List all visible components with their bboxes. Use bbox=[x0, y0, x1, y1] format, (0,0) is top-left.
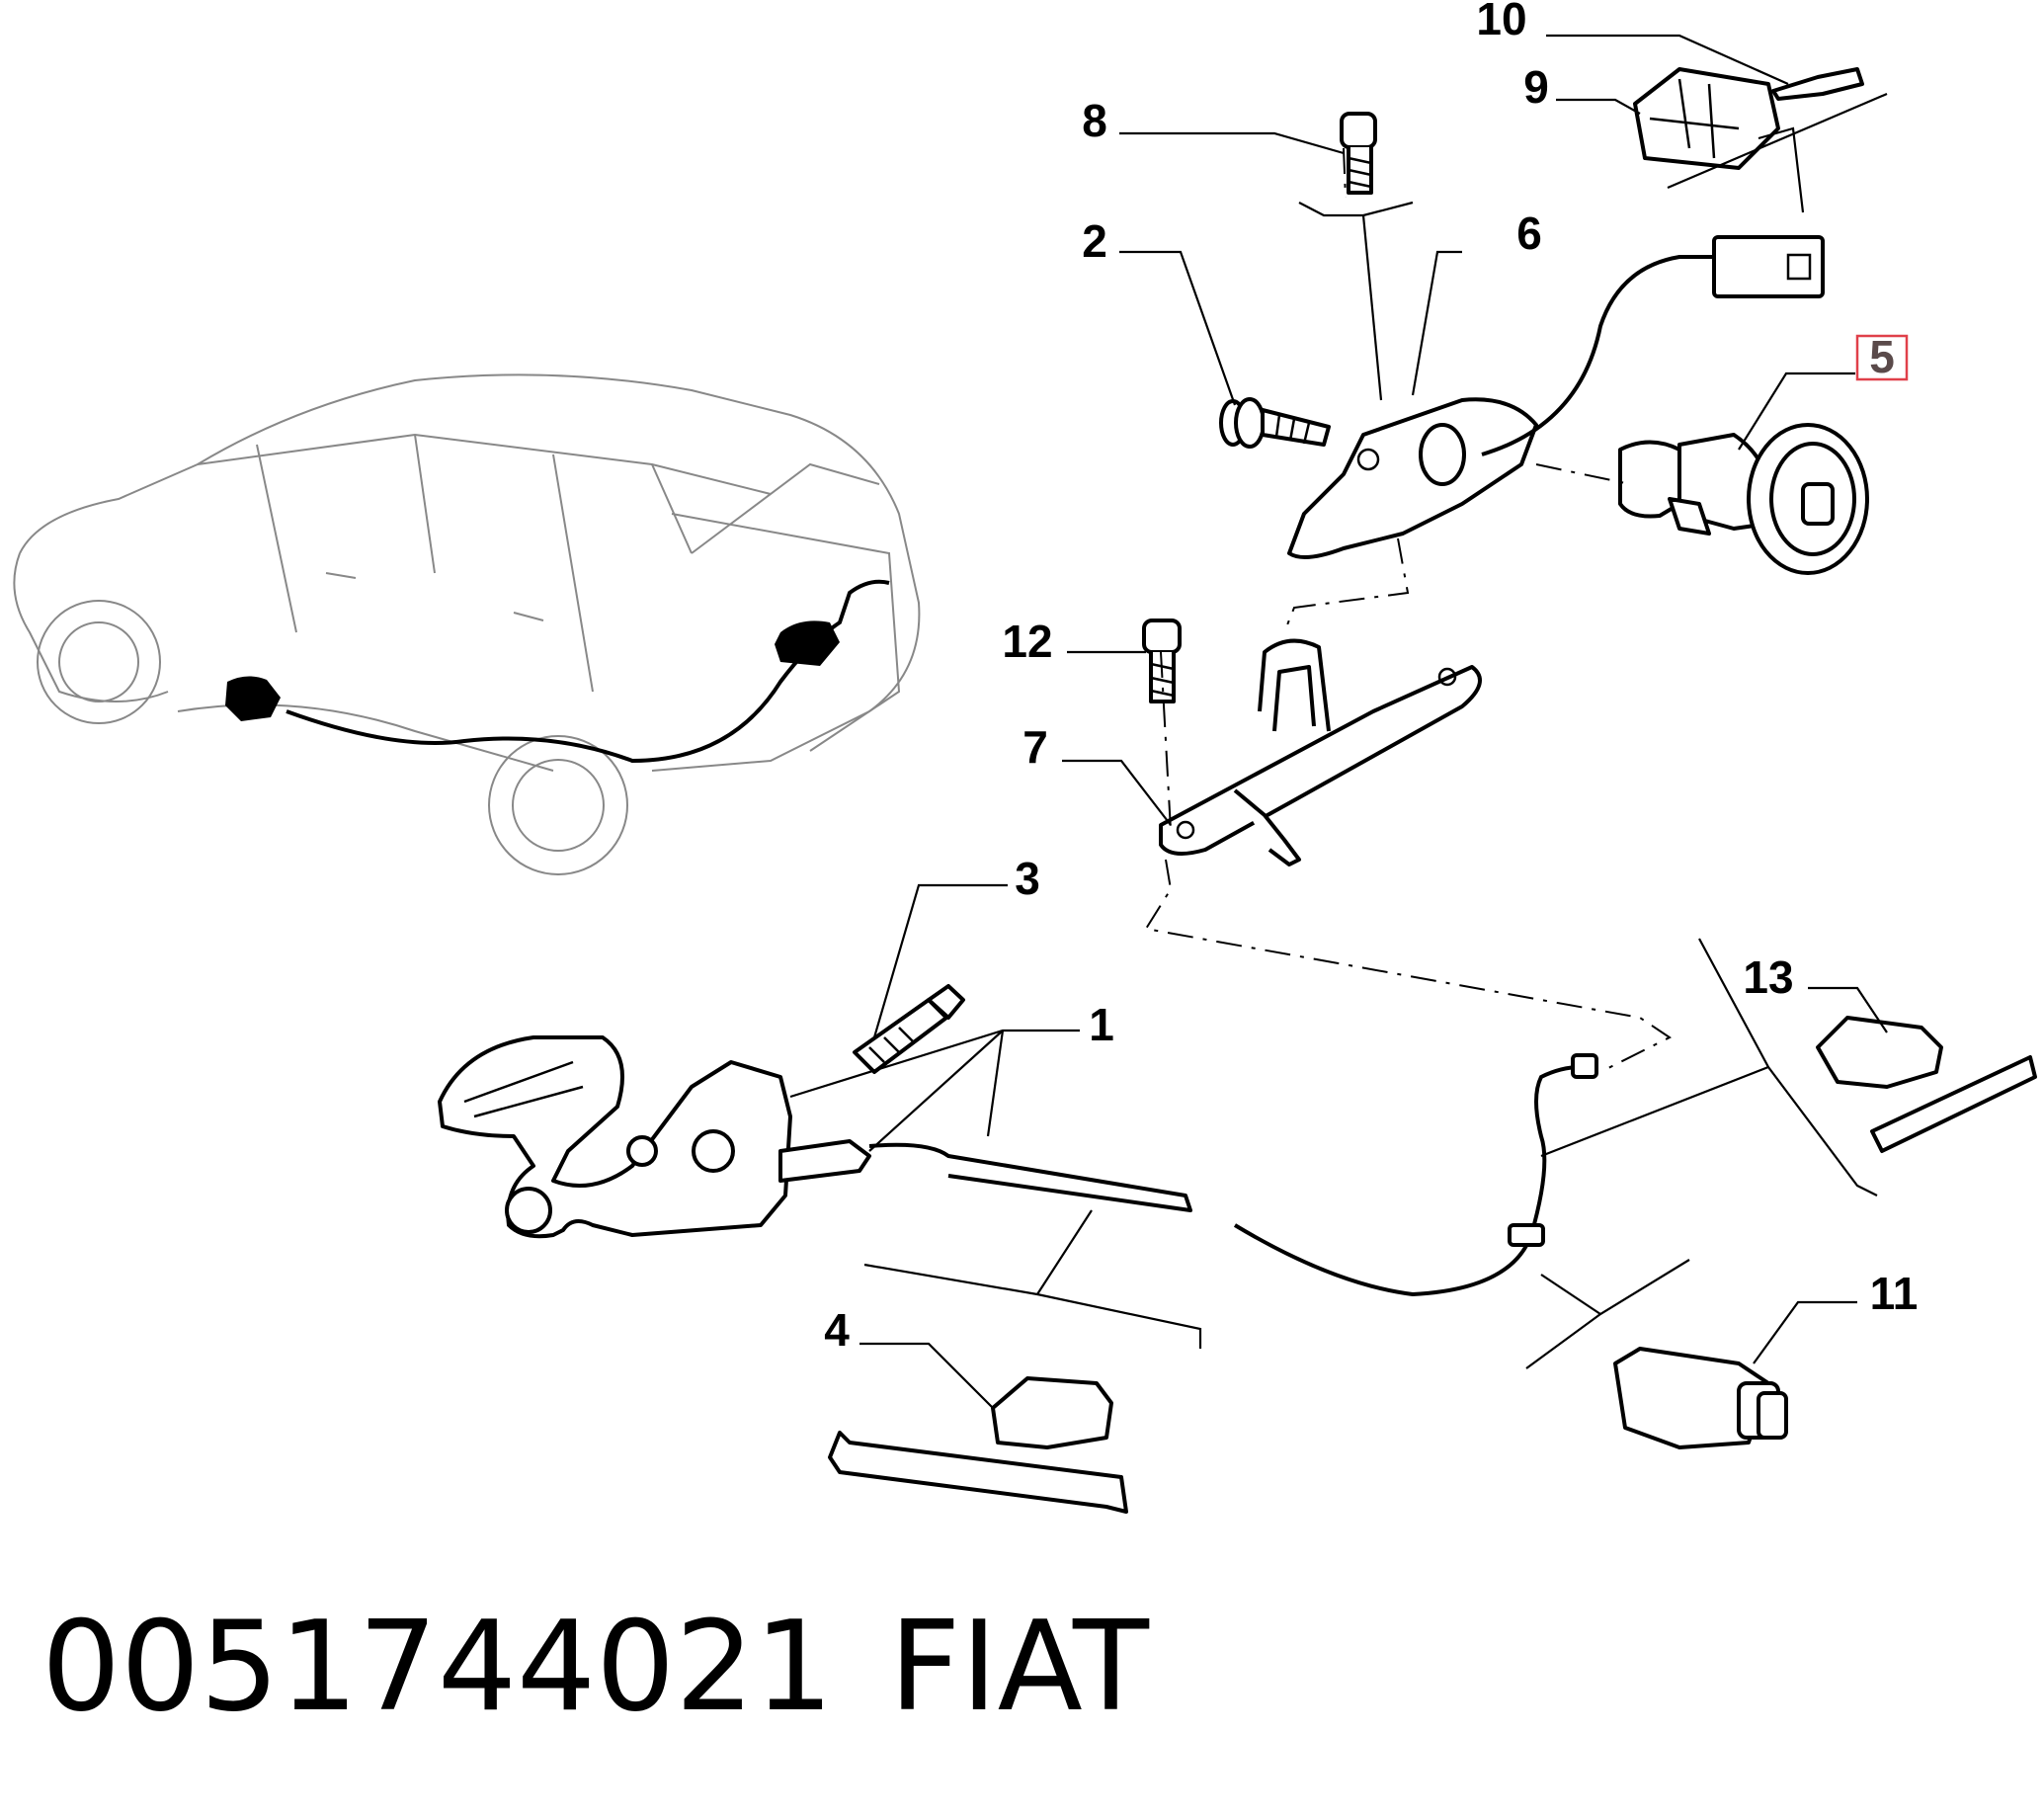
brand-name: FIAT bbox=[889, 1594, 1150, 1739]
callout-5-highlight-box bbox=[1855, 334, 1909, 381]
terminal-10 bbox=[1771, 67, 1864, 101]
callout-11: 11 bbox=[1870, 1268, 1919, 1319]
callout-12: 12 bbox=[1002, 616, 1052, 667]
clip-13 bbox=[1816, 1016, 2037, 1153]
callout-7: 7 bbox=[1022, 721, 1048, 773]
callout-labels: 10 9 8 2 6 5 12 7 3 1 13 4 11 bbox=[824, 0, 1918, 1356]
leader-lines bbox=[789, 34, 1888, 1409]
callout-4: 4 bbox=[824, 1304, 850, 1356]
part-number: 0051744021 bbox=[41, 1594, 834, 1739]
lock-cylinder-part bbox=[1618, 423, 1869, 575]
lock-bracket-part bbox=[1287, 235, 1825, 559]
bolt-2 bbox=[1219, 397, 1331, 449]
callout-5: 5 bbox=[1869, 331, 1895, 382]
callout-8: 8 bbox=[1082, 95, 1107, 146]
release-lever-part bbox=[438, 1035, 871, 1239]
callout-10: 10 bbox=[1476, 0, 1526, 44]
connector-9 bbox=[1633, 67, 1780, 170]
screw-8 bbox=[1340, 112, 1377, 195]
callout-13: 13 bbox=[1743, 951, 1793, 1003]
callout-6: 6 bbox=[1516, 207, 1542, 259]
callout-2: 2 bbox=[1082, 215, 1107, 267]
callout-1: 1 bbox=[1089, 999, 1114, 1050]
release-cable bbox=[868, 1053, 1598, 1297]
clip-11 bbox=[1613, 1347, 1788, 1449]
bolt-3 bbox=[853, 984, 965, 1074]
callout-3: 3 bbox=[1015, 853, 1040, 904]
car-illustration bbox=[13, 373, 921, 875]
bracket-7 bbox=[1159, 638, 1482, 867]
callout-9: 9 bbox=[1523, 61, 1549, 113]
clip-4 bbox=[828, 1376, 1128, 1514]
